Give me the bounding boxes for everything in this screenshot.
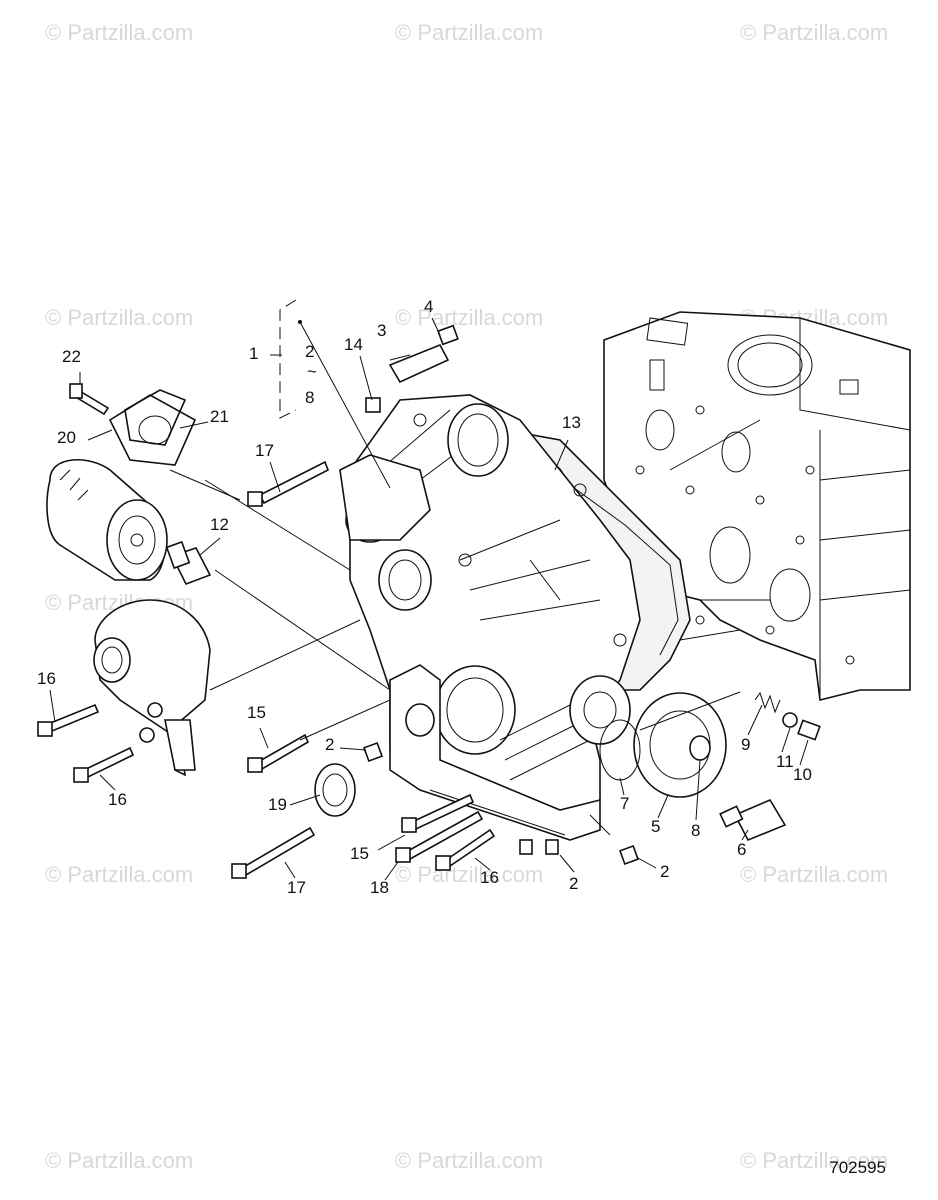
callout-number: 8 xyxy=(691,821,700,840)
callout-number: 9 xyxy=(741,735,750,754)
callout-number: 15 xyxy=(350,844,369,863)
callout-number: 16 xyxy=(108,790,127,809)
watermark-text: © Partzilla.com xyxy=(395,862,544,887)
callout-number: ~ xyxy=(307,362,317,381)
watermark-text: © Partzilla.com xyxy=(395,1148,544,1173)
callout-number: 19 xyxy=(268,795,287,814)
watermark-text: © Partzilla.com xyxy=(395,305,544,330)
callout-number: 20 xyxy=(57,428,76,447)
callout-number: 5 xyxy=(651,817,660,836)
watermark-text: © Partzilla.com xyxy=(45,305,194,330)
bolts xyxy=(37,383,496,879)
watermark-text: © Partzilla.com xyxy=(740,20,889,45)
plate-3 xyxy=(388,324,459,384)
diagram-number: 702595 xyxy=(829,1158,886,1177)
callout-number: 14 xyxy=(344,335,363,354)
lower-housing xyxy=(389,664,601,841)
oil-filter xyxy=(46,459,168,581)
callout-number: 15 xyxy=(247,703,266,722)
callout-number: 2 xyxy=(660,862,669,881)
watermark-text: © Partzilla.com xyxy=(740,1148,889,1173)
water-pump xyxy=(93,599,211,777)
oil-seal-19 xyxy=(314,763,356,817)
callout-number: 8 xyxy=(305,388,314,407)
plug-6 xyxy=(719,798,787,842)
callout-number: 17 xyxy=(287,878,306,897)
callout-number: 16 xyxy=(37,669,56,688)
relief-valve-parts xyxy=(754,691,821,741)
callout-number: 10 xyxy=(793,765,812,784)
callout-number: 21 xyxy=(210,407,229,426)
callout-number: 2 xyxy=(569,874,578,893)
engine-block xyxy=(603,311,911,701)
callout-number: 11 xyxy=(776,752,794,771)
watermark-text: © Partzilla.com xyxy=(45,20,194,45)
watermark-text: © Partzilla.com xyxy=(395,20,544,45)
watermark-text: © Partzilla.com xyxy=(740,862,889,887)
watermark-text: © Partzilla.com xyxy=(45,862,194,887)
callout-number: 7 xyxy=(620,794,629,813)
fitting-12 xyxy=(165,540,212,586)
watermark-text: © Partzilla.com xyxy=(45,1148,194,1173)
plugs-2 xyxy=(363,742,639,865)
callout-number: 3 xyxy=(377,321,386,340)
callout-number: 1 xyxy=(249,344,258,363)
group-bracket xyxy=(270,299,302,419)
callout-number: 16 xyxy=(480,868,499,887)
callout-number: 2 xyxy=(325,735,334,754)
gear-case-cover xyxy=(339,394,641,821)
leader-lines xyxy=(49,317,809,881)
callout-number: 2 xyxy=(305,342,314,361)
callout-number: 18 xyxy=(370,878,389,897)
pulley-5 xyxy=(633,692,727,798)
callout-number: 17 xyxy=(255,441,274,460)
callout-number: 13 xyxy=(562,413,581,432)
callout-number: 12 xyxy=(210,515,229,534)
callout-number: 6 xyxy=(737,840,746,859)
flange-plate xyxy=(108,389,197,466)
callout-number: 4 xyxy=(424,297,433,316)
callout-number: 22 xyxy=(62,347,81,366)
